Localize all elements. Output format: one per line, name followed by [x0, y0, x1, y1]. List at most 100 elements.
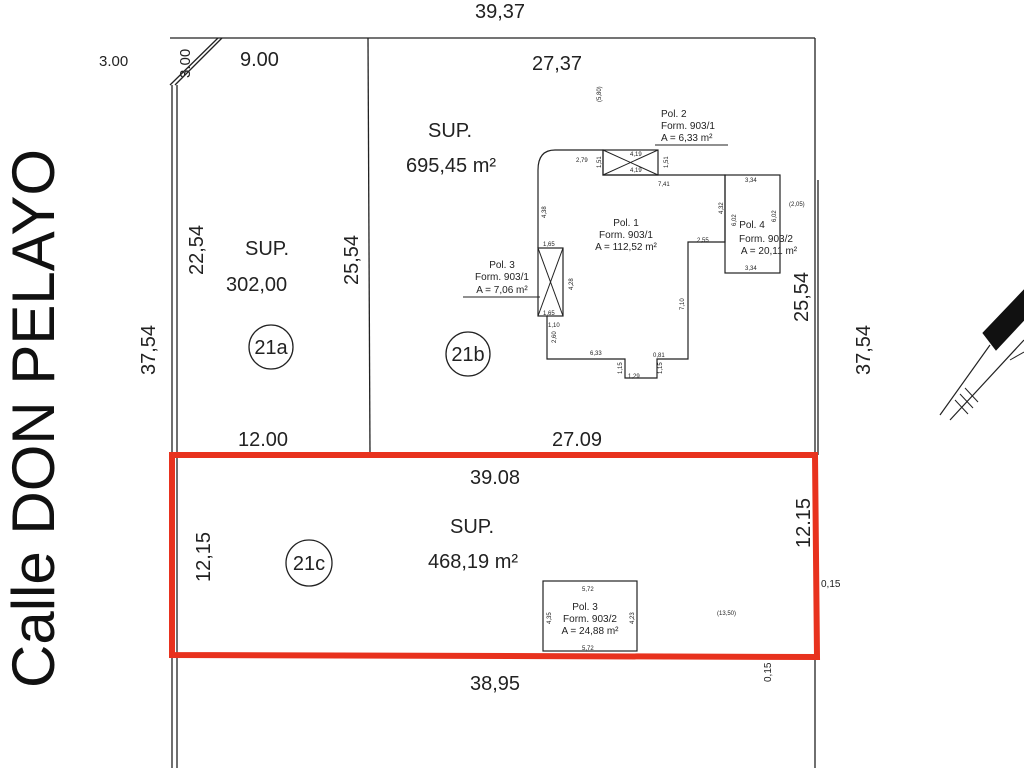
- adjacent-line-1: [939, 344, 991, 416]
- pol4-area: A = 20,11 m²: [741, 246, 798, 257]
- dim-offset-bottom: 0,15: [763, 662, 774, 682]
- p1-i: 1,15: [658, 362, 664, 374]
- dim-offset-right: 0,15: [821, 579, 841, 590]
- lot-21b: SUP. 695,45 m² 21b: [406, 120, 496, 377]
- p2-right: 1,51: [664, 156, 670, 168]
- lot-21c-highlight: [169, 452, 821, 661]
- pol1-form: Form. 903/1: [599, 230, 653, 241]
- pol2-cross-2: [602, 149, 659, 176]
- p1-j: 2,60: [552, 331, 558, 343]
- adjacent-line-3: [1009, 351, 1024, 361]
- dim-corner-left: 3.00: [99, 53, 128, 70]
- adjacent-line-2: [949, 339, 1024, 421]
- corner-chamfer-line: [169, 37, 219, 86]
- p4-left: 4,32: [719, 202, 725, 214]
- p2-bottom: 4,19: [630, 168, 642, 174]
- dim-lot-a-right: 25,54: [341, 235, 363, 285]
- pol1-area: A = 112,52 m²: [595, 242, 657, 253]
- pol4: Pol. 4 Form. 903/2 A = 20,11 m²: [724, 174, 798, 274]
- lot-21c-marker: [285, 539, 333, 587]
- corner-chamfer-line-2: [174, 37, 223, 86]
- pol3-lot-c: Pol. 3 Form. 903/2 A = 24,88 m²: [542, 580, 638, 652]
- p1-d: 7,10: [680, 298, 686, 310]
- dim-lot-a-bottom: 12.00: [238, 429, 288, 451]
- c-note: (13,50): [717, 611, 736, 617]
- lot-21c-sup-value: 468,19 m²: [428, 551, 518, 573]
- pol3-name: Pol. 3: [489, 260, 515, 271]
- lot-21b-sup-value: 695,45 m²: [406, 155, 496, 177]
- pol2-form: Form. 903/1: [661, 121, 715, 132]
- north-arrow-shape: [982, 289, 1024, 351]
- p1-k: 1,10: [548, 323, 560, 329]
- lot-21a-sup-label: SUP.: [245, 238, 289, 260]
- p4-top: 3,34: [745, 178, 757, 184]
- main-dimensions: 39,37 3.00 3.00 9.00 27,37 22,54 25,54 2…: [99, 1, 875, 695]
- lot-21a-id: 21a: [254, 337, 288, 359]
- pol1-outline-curve: [537, 149, 556, 248]
- p1-b: 4,38: [542, 206, 548, 218]
- pol3-cross-2: [537, 247, 564, 317]
- pol1-name: Pol. 1: [613, 218, 639, 229]
- small-dimensions: 4,19 4,19 1,51 1,51 2,79 7,41 4,38 2,55 …: [542, 86, 805, 652]
- pol3-form: Form. 903/1: [475, 272, 529, 283]
- pol3-box: [537, 247, 564, 317]
- p1-f: 0,81: [653, 353, 665, 359]
- p2-top: 4,19: [630, 152, 642, 158]
- dim-corner-cut: 3.00: [177, 49, 194, 78]
- dim-right-total: 37,54: [853, 325, 875, 375]
- p1-e: 6,33: [590, 351, 602, 357]
- p4-inner: 6,02: [732, 214, 738, 226]
- adjacent-street-marker: [939, 289, 1024, 421]
- pol3c-area: A = 24,88 m²: [562, 626, 620, 637]
- p4-note: (2,05): [789, 202, 805, 208]
- dim-lot-c-top: 39.08: [470, 467, 520, 489]
- pol4-box: [724, 174, 781, 274]
- dim-left-total: 37,54: [138, 325, 160, 375]
- pol3c-box: [542, 580, 638, 652]
- p1-c: 2,55: [697, 238, 709, 244]
- lot-21a-sup-value: 302,00: [226, 274, 287, 296]
- p2-side: 2,79: [576, 158, 588, 164]
- building-footprint: [537, 149, 726, 379]
- dim-lot-a-top: 9.00: [240, 49, 279, 71]
- p1-h: 1,29: [628, 374, 640, 380]
- p3-bottom: 1,65: [543, 311, 555, 317]
- hatch-3: [964, 387, 979, 403]
- pol2-name: Pol. 2: [661, 109, 687, 120]
- pol1-outline: [546, 149, 726, 379]
- lot-21b-sup-label: SUP.: [428, 120, 472, 142]
- lot-21b-marker: [445, 331, 491, 377]
- p3-right: 4,28: [569, 278, 575, 290]
- dim-bottom-total: 38,95: [470, 673, 520, 695]
- lot-21c-id: 21c: [293, 553, 325, 575]
- pol3c-name: Pol. 3: [572, 602, 598, 613]
- dim-lot-b-bottom: 27.09: [552, 429, 602, 451]
- dim-lot-c-left: 12,15: [193, 532, 215, 582]
- pol4-form: Form. 903/2: [739, 234, 793, 245]
- lot-a-b-divider: [367, 37, 371, 456]
- pol1-labels: Pol. 1 Form. 903/1 A = 112,52 m²: [595, 218, 657, 253]
- p3c-bottom: 5,72: [582, 646, 594, 652]
- dim-lot-c-right: 12.15: [793, 498, 815, 548]
- p1-a: 7,41: [658, 182, 670, 188]
- p3-top: 1,65: [543, 242, 555, 248]
- dim-lot-b-right: 25,54: [791, 272, 813, 322]
- p1-g: 1,15: [618, 362, 624, 374]
- top-note: (5,80): [597, 86, 603, 102]
- lot-21c-sup-label: SUP.: [450, 516, 494, 538]
- p3c-top: 5,72: [582, 587, 594, 593]
- pol2-box: [602, 149, 659, 176]
- dim-lot-a-left: 22,54: [186, 225, 208, 275]
- lot-21a: SUP. 302,00 21a: [226, 238, 294, 370]
- p4-bottom: 3,34: [745, 266, 757, 272]
- hatch-2: [959, 393, 974, 409]
- pol3-lot-b: Pol. 3 Form. 903/1 A = 7,06 m²: [463, 247, 564, 317]
- lot-21a-marker: [248, 324, 294, 370]
- pol4-name: Pol. 4: [739, 220, 765, 231]
- dim-top-total: 39,37: [475, 1, 525, 23]
- pol2-area: A = 6,33 m²: [661, 133, 713, 144]
- p4-right: 6,02: [772, 210, 778, 222]
- pol3-area: A = 7,06 m²: [476, 285, 528, 296]
- street-name: Calle DON PELAYO: [0, 149, 67, 688]
